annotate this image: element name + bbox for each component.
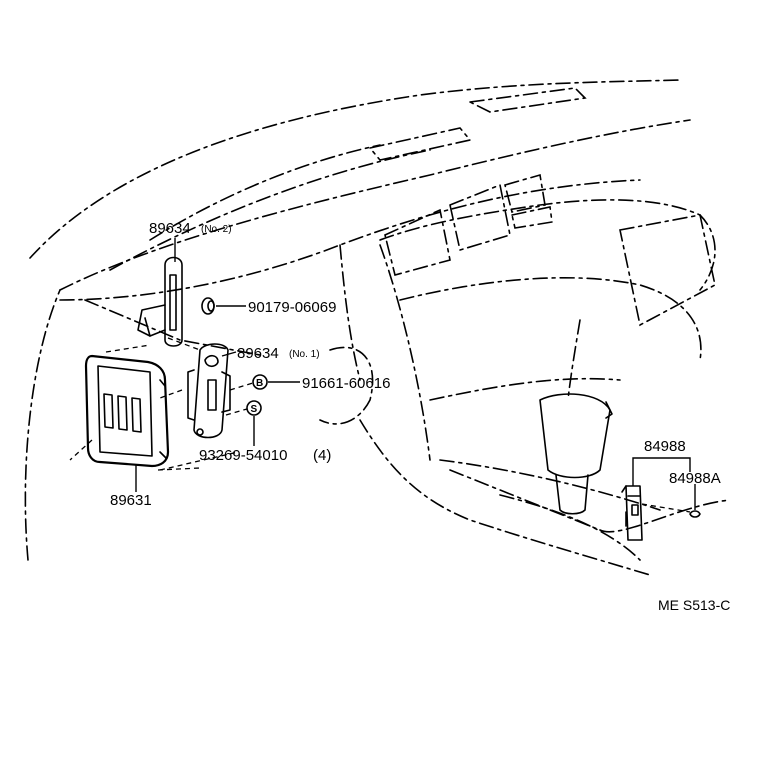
label-bracket-no2-note: (No. 2) xyxy=(201,224,232,235)
label-computer: 89631 xyxy=(110,492,152,509)
label-bolt: 91661-60616 xyxy=(302,375,390,392)
label-bracket-no2: 89634 xyxy=(149,220,191,237)
label-grommet: 90179-06069 xyxy=(248,299,336,316)
reference-code: ME S513-C xyxy=(658,597,730,613)
computer-unit xyxy=(84,354,170,468)
svg-text:B: B xyxy=(256,378,263,389)
part-labels: 89634 (No. 2) 90179-06069 89634 (No. 1) … xyxy=(110,220,730,613)
sensor-84988a xyxy=(689,510,701,518)
screw-s-symbol: S xyxy=(246,400,262,416)
bracket-no2 xyxy=(137,256,183,347)
label-screw-qty: (4) xyxy=(313,447,331,464)
sensor-84988 xyxy=(621,485,643,541)
label-bracket-no1: 89634 xyxy=(237,345,279,362)
leader-lines xyxy=(135,238,696,510)
label-sensor-a: 84988A xyxy=(669,470,721,487)
label-screw: 93269-54010 xyxy=(199,447,287,464)
bracket-no1 xyxy=(187,343,231,439)
label-bracket-no1-note: (No. 1) xyxy=(289,349,320,360)
bolt-b-symbol: B xyxy=(252,374,268,390)
guide-lines xyxy=(69,337,691,513)
shift-knob xyxy=(539,393,613,515)
label-sensor: 84988 xyxy=(644,438,686,455)
svg-text:S: S xyxy=(251,404,258,415)
grommet xyxy=(201,297,215,315)
